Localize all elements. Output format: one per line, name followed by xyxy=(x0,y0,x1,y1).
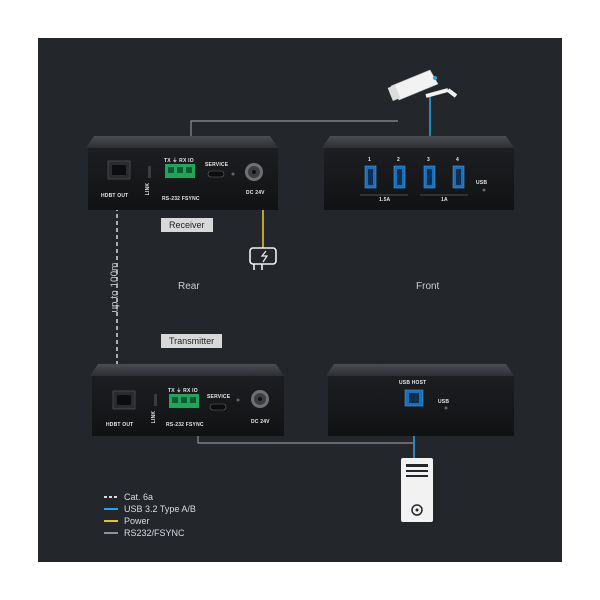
usb-port-number-3: 3 xyxy=(427,157,430,163)
receiver-service-label: SERVICE xyxy=(205,162,229,168)
usb-port-number-2: 2 xyxy=(397,157,400,163)
legend-label-usb: USB 3.2 Type A/B xyxy=(124,504,196,514)
legend-label-rs232: RS232/FSYNC xyxy=(124,528,185,538)
receiver-rear-box xyxy=(86,136,278,210)
transmitter-dc-label: DC 24V xyxy=(251,419,270,425)
diagram-graphics xyxy=(86,69,514,522)
receiver-tag: Receiver xyxy=(161,218,213,232)
usb-port-number-4: 4 xyxy=(456,157,459,163)
current-label-1-5a: 1.5A xyxy=(379,197,391,203)
receiver-txrx-label: TX ⏚ RX IO xyxy=(164,158,194,164)
transmitter-txrx-label: TX ⏚ RX IO xyxy=(168,388,198,394)
receiver-dc-label: DC 24V xyxy=(246,190,265,196)
security-camera-icon xyxy=(387,69,458,101)
legend-label-cat6a: Cat. 6a xyxy=(124,492,154,502)
legend-item-cat6a: Cat. 6a xyxy=(104,491,196,503)
diagram-canvas: HDBT OUT LINK TX ⏚ RX IO RS-232 FSYNC SE… xyxy=(38,38,562,562)
distance-label: up to 100m xyxy=(109,262,121,313)
transmitter-link-label: LINK xyxy=(151,410,158,424)
transmitter-rear-box xyxy=(90,364,284,436)
transmitter-usb-host-label: USB HOST xyxy=(399,380,427,386)
front-label: Front xyxy=(416,281,440,292)
legend-swatch-usb xyxy=(104,508,118,510)
transmitter-service-label: SERVICE xyxy=(207,394,231,400)
rear-label: Rear xyxy=(178,281,200,292)
power-plug-icon xyxy=(249,247,277,270)
receiver-link-label: LINK xyxy=(145,182,152,196)
transmitter-front-box xyxy=(326,364,514,436)
legend-item-rs232: RS232/FSYNC xyxy=(104,527,196,539)
legend-swatch-power xyxy=(104,520,118,522)
legend-swatch-rs232 xyxy=(104,532,118,534)
legend-item-usb: USB 3.2 Type A/B xyxy=(104,503,196,515)
current-label-1a: 1A xyxy=(441,197,448,203)
legend: Cat. 6a USB 3.2 Type A/B Power RS232/FSY… xyxy=(104,491,196,539)
legend-swatch-cat6a xyxy=(104,496,118,498)
legend-item-power: Power xyxy=(104,515,196,527)
transmitter-hdbt-out-label: HDBT OUT xyxy=(106,422,134,428)
transmitter-tag: Transmitter xyxy=(161,334,223,348)
transmitter-usb-label: USB xyxy=(438,399,450,405)
transmitter-rs232-label: RS-232 FSYNC xyxy=(166,422,204,428)
legend-label-power: Power xyxy=(124,516,150,526)
receiver-hdbt-out-label: HDBT OUT xyxy=(101,193,129,199)
receiver-front-box xyxy=(322,136,514,210)
pc-tower-icon xyxy=(401,458,433,522)
receiver-rs232-label: RS-232 FSYNC xyxy=(162,196,200,202)
receiver-usb-label: USB xyxy=(476,180,488,186)
usb-port-number-1: 1 xyxy=(368,157,371,163)
